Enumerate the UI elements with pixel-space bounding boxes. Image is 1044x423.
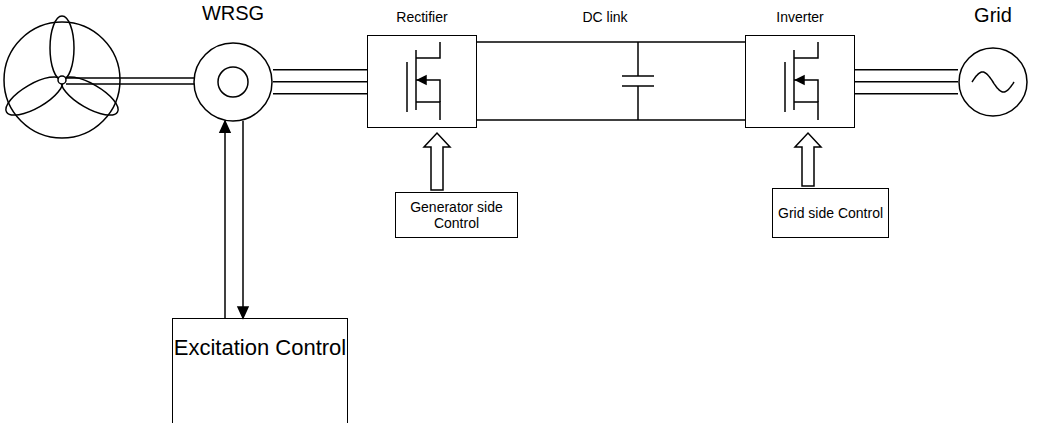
box-label: Excitation Control: [174, 335, 346, 360]
bus-label: DC link: [582, 9, 627, 25]
wind-turbine: [1, 16, 195, 138]
capacitor-symbol: [622, 42, 654, 120]
mosfet-symbol: [407, 42, 440, 120]
grid-source: Grid: [958, 47, 1028, 117]
box-label: Grid side Control: [778, 205, 883, 221]
generator-circle: WRSG: [193, 42, 273, 122]
connector: [220, 121, 230, 318]
connector: [238, 121, 248, 318]
converter-box: Rectifier: [367, 35, 477, 128]
circle-outline: [958, 47, 1028, 117]
connector: [477, 42, 745, 120]
connector: [855, 70, 958, 94]
connector: [424, 133, 450, 190]
part-name: Rectifier: [396, 9, 447, 25]
control-box: Excitation Control: [172, 318, 348, 423]
control-box: Generator side Control: [395, 192, 518, 238]
connector: [795, 133, 821, 186]
converter-box: Inverter: [745, 35, 855, 128]
connector: [273, 70, 367, 94]
circle-outline: [193, 42, 273, 122]
mosfet-symbol: [785, 42, 818, 120]
control-box: Grid side Control: [772, 188, 889, 238]
part-name: Grid: [974, 4, 1012, 27]
part-name: Inverter: [776, 9, 823, 25]
part-name: WRSG: [202, 2, 264, 25]
box-label: Generator side Control: [396, 199, 517, 231]
